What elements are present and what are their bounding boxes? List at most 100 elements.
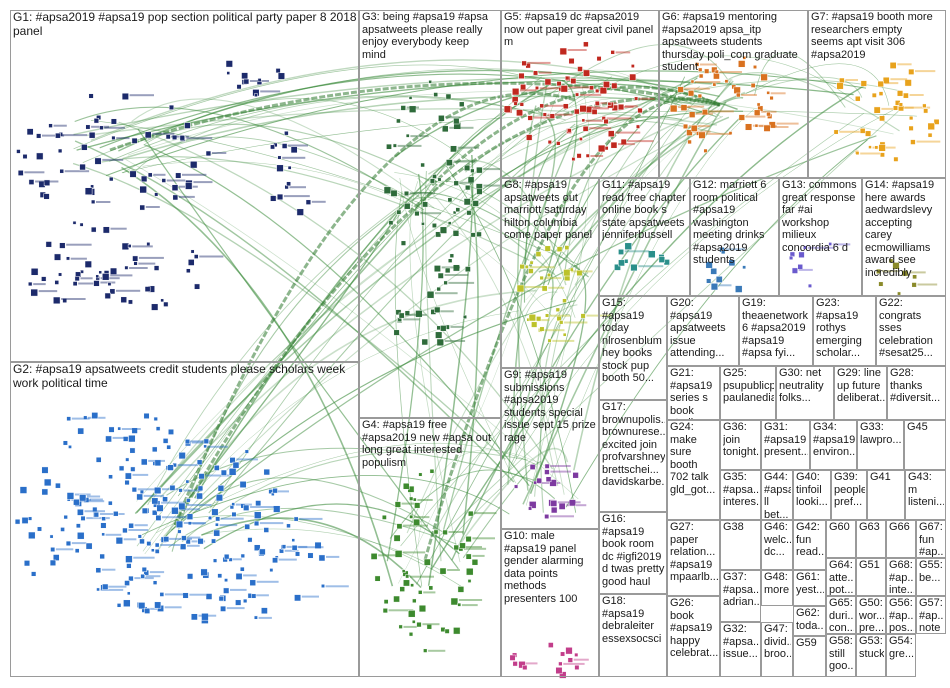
graph-node xyxy=(28,179,35,185)
graph-node xyxy=(531,321,538,328)
graph-node xyxy=(99,553,105,560)
graph-node xyxy=(208,515,213,520)
graph-node xyxy=(435,231,442,238)
node-label-mark xyxy=(273,490,289,493)
group-label-g19: G19: theaenetwork 6 #apsa2019 #apsa19 #a… xyxy=(742,297,809,359)
graph-node xyxy=(441,125,449,133)
graph-edge xyxy=(159,115,724,541)
node-label-mark xyxy=(230,588,247,591)
graph-edge xyxy=(198,477,445,534)
node-label-mark xyxy=(898,106,914,109)
graph-node xyxy=(196,492,203,500)
node-label-mark xyxy=(186,137,213,140)
group-box-g34: G34: #apsa19 environ... xyxy=(810,420,857,470)
node-label-mark xyxy=(148,607,162,610)
graph-edge xyxy=(534,86,700,497)
node-label-mark xyxy=(80,277,93,280)
graph-node xyxy=(37,526,42,532)
graph-node xyxy=(607,101,612,106)
group-label-g64: G64: atte... pot... xyxy=(829,559,854,596)
node-label-mark xyxy=(104,126,125,129)
node-label-mark xyxy=(909,271,926,274)
graph-node xyxy=(922,103,927,108)
node-label-mark xyxy=(403,551,426,554)
group-box-g41: G41 xyxy=(867,470,905,520)
node-label-mark xyxy=(403,524,428,527)
graph-node xyxy=(409,496,414,501)
graph-node xyxy=(544,463,550,469)
graph-node xyxy=(582,125,589,132)
graph-node xyxy=(545,313,550,318)
graph-edge xyxy=(539,272,589,513)
graph-edge xyxy=(122,95,710,160)
node-label-mark xyxy=(567,49,587,51)
graph-edge xyxy=(522,110,556,269)
node-label-mark xyxy=(105,533,122,536)
graph-node xyxy=(159,592,165,597)
group-label-g63: G63 xyxy=(859,521,880,533)
graph-edge xyxy=(192,515,464,588)
graph-node xyxy=(423,648,428,653)
graph-node xyxy=(544,514,550,519)
graph-node xyxy=(429,178,435,184)
graph-node xyxy=(129,447,136,454)
graph-node xyxy=(445,159,453,167)
graph-node xyxy=(59,242,66,249)
node-label-mark xyxy=(112,436,131,439)
graph-node xyxy=(205,593,213,600)
graph-edge xyxy=(76,79,854,151)
graph-node xyxy=(95,567,102,574)
graph-edge xyxy=(550,123,685,301)
group-label-g15: G15: #apsa19 today nlrosenblum hey books… xyxy=(602,297,662,384)
node-label-mark xyxy=(190,440,211,443)
graph-edge xyxy=(203,503,460,555)
group-box-g64: G64: atte... pot... xyxy=(826,558,856,596)
group-label-g54: G54: gre... xyxy=(889,635,914,660)
graph-node xyxy=(677,86,684,93)
graph-node xyxy=(571,157,576,162)
graph-node xyxy=(72,281,78,287)
graph-node xyxy=(273,505,281,513)
graph-edge xyxy=(462,182,479,535)
node-label-mark xyxy=(132,245,153,248)
graph-node xyxy=(536,316,542,322)
node-label-mark xyxy=(187,536,201,539)
graph-node xyxy=(223,587,230,594)
node-label-mark xyxy=(89,498,103,501)
node-label-mark xyxy=(133,556,155,559)
node-label-mark xyxy=(549,515,574,518)
node-label-mark xyxy=(770,92,786,95)
group-box-g6: G6: #apsa19 mentoring #apsa2019 apsa_itp… xyxy=(659,10,808,178)
graph-node xyxy=(128,575,134,582)
graph-node xyxy=(108,500,113,506)
group-box-g1: G1: #apsa2019 #apsa19 pop section politi… xyxy=(10,10,359,362)
node-label-mark xyxy=(552,339,575,342)
graph-node xyxy=(610,50,615,55)
node-label-mark xyxy=(566,504,587,507)
graph-node xyxy=(797,264,803,270)
graph-edge xyxy=(386,173,424,562)
graph-node xyxy=(30,268,39,276)
graph-node xyxy=(738,114,745,121)
graph-node xyxy=(437,177,442,182)
graph-node xyxy=(140,175,148,183)
node-label-mark xyxy=(917,283,938,286)
group-box-g44: G44: #apsa... ll bet... xyxy=(761,470,793,520)
graph-node xyxy=(129,170,137,178)
graph-node xyxy=(253,520,260,527)
graph-node xyxy=(927,132,933,138)
graph-node xyxy=(874,145,879,150)
graph-node xyxy=(418,604,427,613)
graph-node xyxy=(611,82,618,89)
graph-node xyxy=(66,492,75,500)
graph-node xyxy=(529,260,534,265)
graph-node xyxy=(163,536,170,543)
graph-node xyxy=(231,502,236,507)
graph-node xyxy=(828,242,833,246)
graph-node xyxy=(630,263,638,272)
graph-node xyxy=(555,307,560,312)
graph-node xyxy=(927,122,935,131)
graph-node xyxy=(420,162,425,168)
graph-node xyxy=(396,209,402,215)
graph-node xyxy=(403,202,411,210)
